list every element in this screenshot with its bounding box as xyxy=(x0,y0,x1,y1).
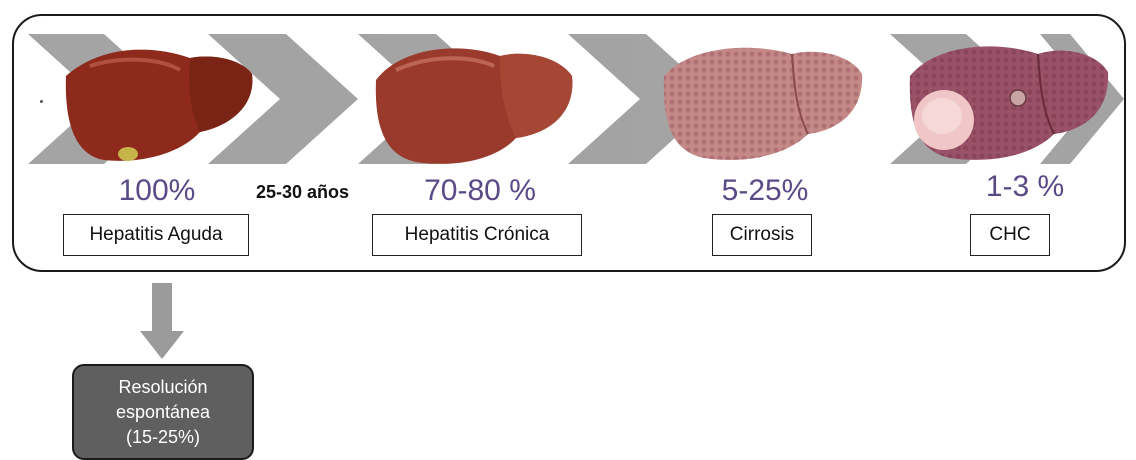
stage-label-cirrhosis: Cirrosis xyxy=(712,214,812,256)
liver-hcc-image xyxy=(906,32,1112,176)
resolution-line-2: espontánea xyxy=(116,400,210,425)
stage-label-hcc: CHC xyxy=(970,214,1050,256)
stray-dot xyxy=(40,100,43,103)
stage-label-chronic: Hepatitis Crónica xyxy=(372,214,582,256)
stage-percent-chronic: 70-80 % xyxy=(400,176,560,206)
spontaneous-resolution-box: Resolución espontánea (15-25%) xyxy=(72,364,254,460)
stage-percent-cirrhosis: 5-25% xyxy=(700,176,830,206)
resolution-line-1: Resolución xyxy=(118,375,207,400)
resolution-line-3: (15-25%) xyxy=(126,425,200,450)
stage-label-acute: Hepatitis Aguda xyxy=(63,214,249,256)
liver-chronic-image xyxy=(372,36,578,176)
liver-acute-image xyxy=(60,36,260,176)
liver-cirrhosis-image xyxy=(660,34,866,174)
down-arrow-icon xyxy=(140,283,184,361)
interval-label: 25-30 años xyxy=(256,182,349,203)
stage-percent-acute: 100% xyxy=(92,176,222,206)
stage-percent-hcc: 1-3 % xyxy=(960,172,1090,202)
